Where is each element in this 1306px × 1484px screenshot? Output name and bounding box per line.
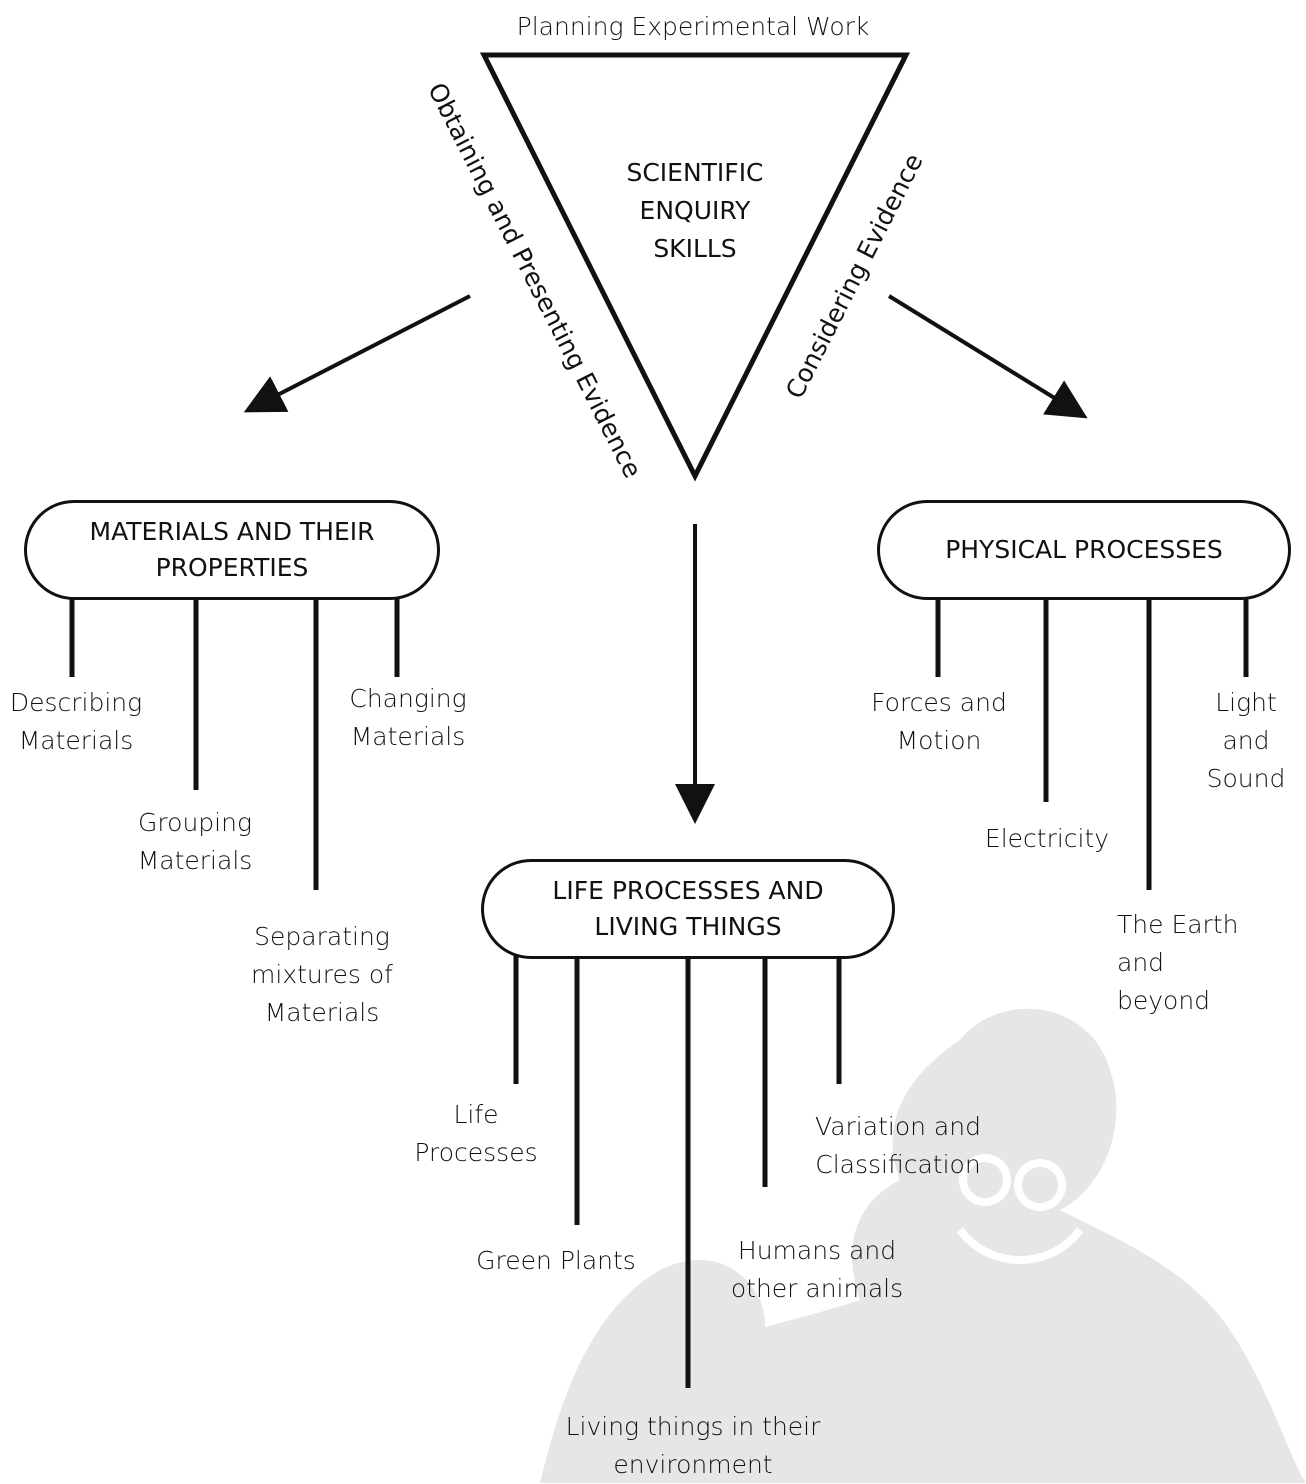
- green-plants-label: Green Plants: [476, 1246, 636, 1275]
- scientific-enquiry-label: SCIENTIFIC ENQUIRY SKILLS: [626, 158, 764, 263]
- enquiry-triangle: [479, 52, 911, 482]
- forces-motion-label: Forces and Motion: [871, 688, 1007, 755]
- living-things-label: Living things in their environment: [565, 1412, 821, 1479]
- separating-mixtures-label: Separating mixtures of Materials: [251, 922, 393, 1027]
- describing-materials-label: Describing Materials: [9, 688, 143, 755]
- arrow-to-materials: [243, 294, 471, 413]
- arrow-to-physical: [887, 294, 1088, 419]
- humans-animals-label: Humans and other animals: [730, 1236, 904, 1303]
- light-sound-label: Light and Sound: [1206, 688, 1286, 793]
- physical-pill: PHYSICAL PROCESSES: [877, 500, 1291, 600]
- variation-classification-label: Variation and Classification: [815, 1112, 981, 1179]
- earth-beyond-label: The Earth and beyond: [1117, 910, 1239, 1015]
- changing-materials-label: Changing Materials: [349, 684, 467, 751]
- grouping-materials-label: Grouping Materials: [137, 808, 253, 875]
- watermark-face: [956, 1154, 1084, 1264]
- life-pill: LIFE PROCESSES AND LIVING THINGS: [481, 859, 895, 959]
- life-processes-label: Life Processes: [414, 1100, 538, 1167]
- materials-pill: MATERIALS AND THEIR PROPERTIES: [24, 500, 440, 600]
- planning-label: Planning Experimental Work: [516, 12, 870, 41]
- watermark-mascot: [540, 1008, 1306, 1483]
- electricity-label: Electricity: [984, 824, 1110, 853]
